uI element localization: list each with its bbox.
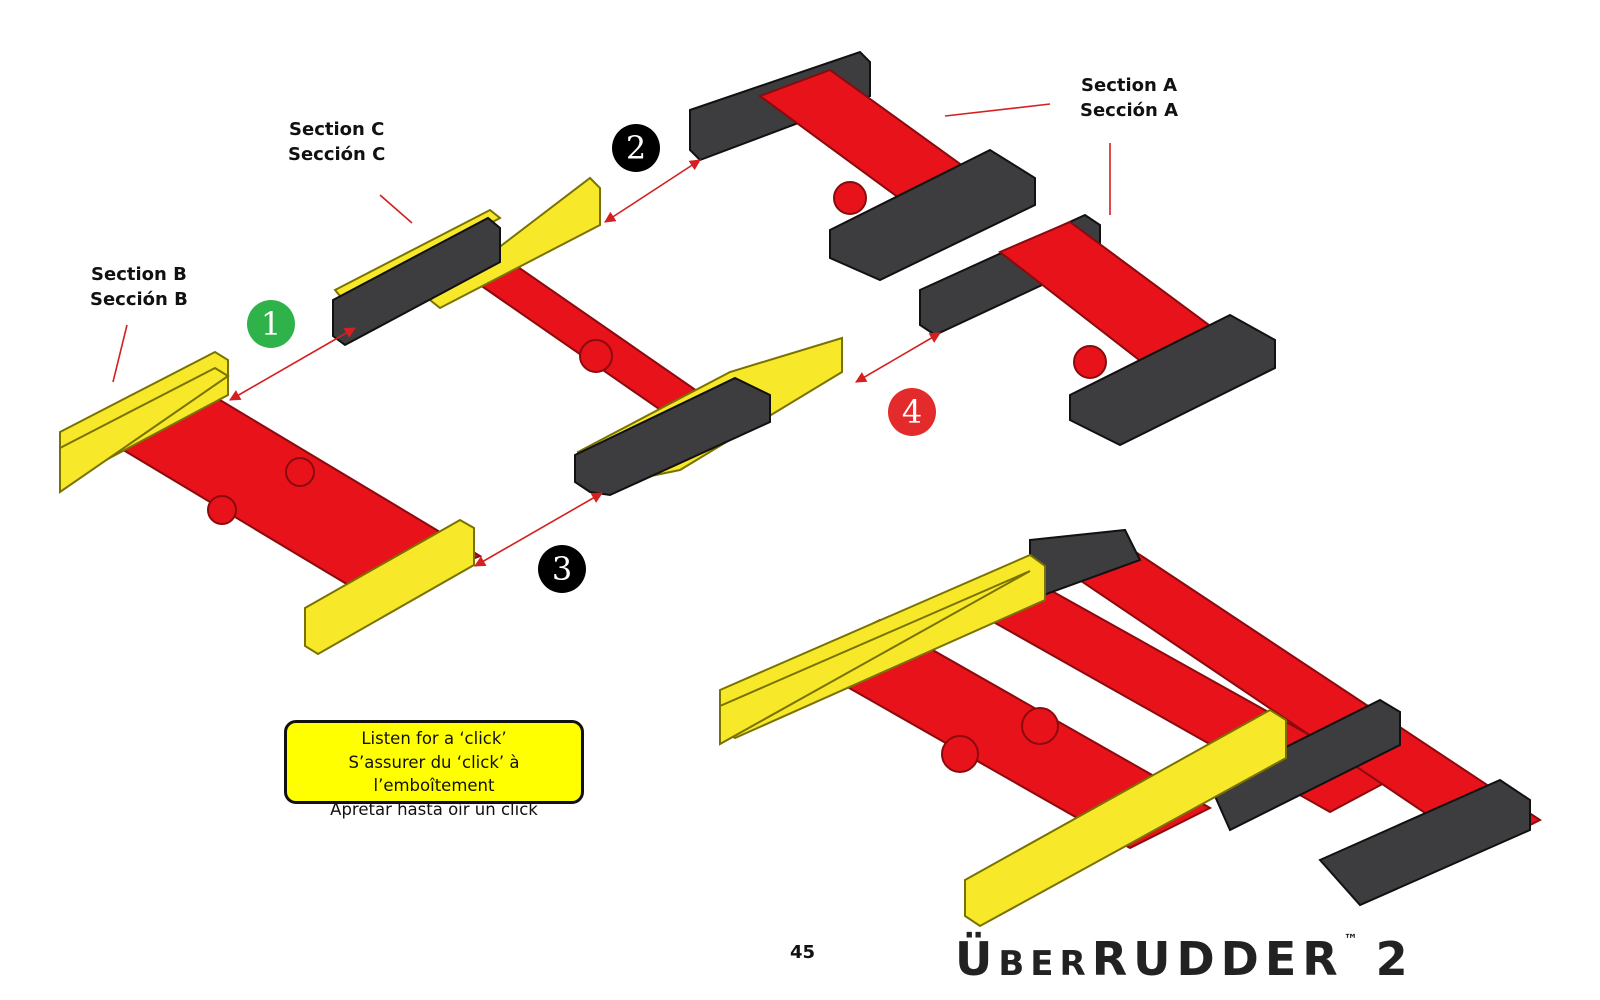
section-c-piece <box>332 176 843 497</box>
assembled-result <box>719 528 1542 928</box>
callout-line-es: Apretar hasta oír un click <box>330 799 538 819</box>
brand-u: Ü <box>955 932 999 986</box>
label-section-c-en: Section C <box>289 119 385 140</box>
label-section-a: Section A Sección A <box>1080 73 1178 123</box>
brand-trademark: ™ <box>1343 932 1358 948</box>
step-2-badge: 2 <box>612 124 660 172</box>
label-section-b: Section B Sección B <box>90 262 188 312</box>
label-section-c-es: Sección C <box>288 144 386 165</box>
label-section-a-en: Section A <box>1081 75 1178 96</box>
connection-arrows <box>229 159 941 567</box>
leader-lines <box>112 103 1111 383</box>
callout-line-fr: S’assurer du ‘click’ à l’emboîtement <box>348 752 520 796</box>
brand-rudder: RUDDER <box>1091 932 1344 986</box>
label-section-c: Section C Sección C <box>288 117 385 167</box>
label-section-b-es: Sección B <box>90 289 188 310</box>
step-4-badge: 4 <box>888 388 936 436</box>
brand-version: 2 <box>1375 932 1414 986</box>
brand-title: ÜBERRUDDER™ 2 <box>955 932 1414 986</box>
click-callout: Listen for a ‘click’ S’assurer du ‘click… <box>284 720 584 819</box>
section-b-piece <box>59 350 483 656</box>
brand-ber: BER <box>998 944 1092 984</box>
page-number: 45 <box>790 942 816 963</box>
step-1-badge: 1 <box>247 300 295 348</box>
section-a-upper-piece <box>689 50 1036 282</box>
step-3-badge: 3 <box>538 545 586 593</box>
label-section-b-en: Section B <box>91 264 187 285</box>
label-section-a-es: Sección A <box>1080 100 1179 121</box>
section-a-lower-piece <box>919 213 1276 447</box>
callout-line-en: Listen for a ‘click’ <box>361 729 507 748</box>
